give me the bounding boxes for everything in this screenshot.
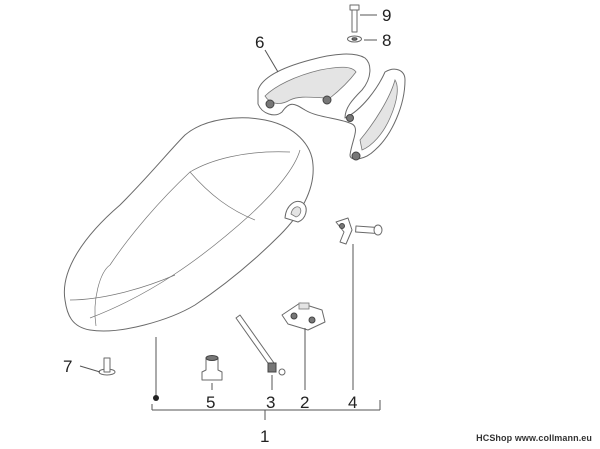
callout-6: 6 (255, 33, 264, 52)
bolt (349, 4, 360, 33)
grab-handle (257, 53, 406, 161)
rubber-buffer (201, 355, 223, 381)
callout-2: 2 (300, 393, 309, 412)
callout-1: 1 (260, 427, 269, 446)
callout-3: 3 (266, 393, 275, 412)
cable-tie (235, 314, 286, 376)
lock-hook (335, 217, 383, 245)
callout-4: 4 (348, 393, 357, 412)
seat (63, 117, 314, 332)
callout-7: 7 (63, 357, 72, 376)
callout-5: 5 (206, 393, 215, 412)
watermark: HCShop www.collmann.eu (476, 433, 592, 443)
callout-9: 9 (382, 6, 391, 25)
seat-hinge-loop (284, 200, 307, 223)
callout-8: 8 (382, 31, 391, 50)
leader-lines (79, 14, 381, 420)
screw (98, 357, 116, 376)
hinge-bracket (281, 302, 326, 331)
washer (347, 35, 362, 43)
